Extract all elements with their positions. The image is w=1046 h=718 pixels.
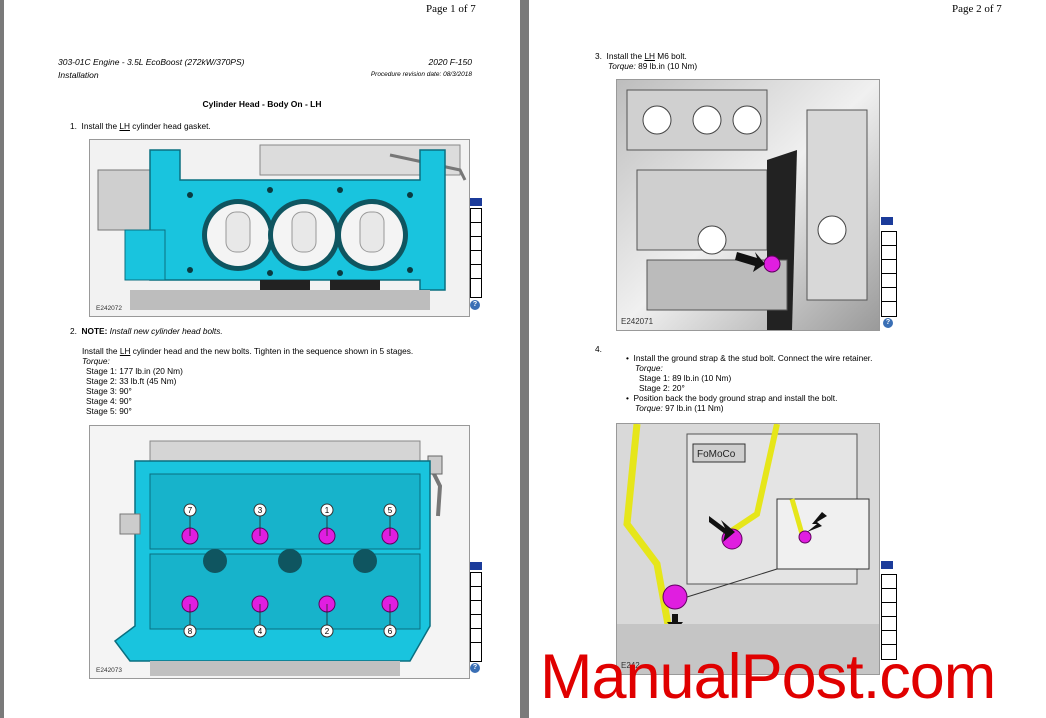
bullet-2-torque: Torque: 97 lb.in (11 Nm) <box>635 403 724 413</box>
bolt-sequence-label: 2 <box>325 627 330 636</box>
bolt-sequence-label: 8 <box>188 627 193 636</box>
fomoco-logo: FoMoCo <box>697 449 736 460</box>
step-1: 1. Install the LH cylinder head gasket. <box>70 121 211 131</box>
bolt-sequence-label: 4 <box>258 627 263 636</box>
table-icon[interactable] <box>881 561 893 569</box>
figure-id: E242 <box>621 661 640 670</box>
figure-m6-bolt: E242071 <box>616 79 880 331</box>
figure-id: E242072 <box>96 305 123 312</box>
bolt-sequence-badge <box>253 503 267 517</box>
table-icon[interactable] <box>470 198 482 206</box>
bolt-sequence-label: 6 <box>388 627 393 636</box>
header-engine: 303-01C Engine - 3.5L EcoBoost (272kW/37… <box>58 57 245 67</box>
torque-table-stub <box>470 208 482 298</box>
step-4-number: 4. <box>595 344 602 354</box>
bolt-sequence-badge <box>383 624 397 638</box>
bolt-sequence-badge <box>383 503 397 517</box>
bolt-sequence-label: 1 <box>325 506 330 515</box>
header-installation: Installation <box>58 70 99 80</box>
cylinder-head-illustration: 7 3 1 5 8 4 2 6 <box>90 426 469 678</box>
torque-stage-1: Stage 1: 177 lb.in (20 Nm) <box>86 366 183 376</box>
figure-ground-strap: FoMoCo E242 <box>616 423 880 675</box>
torque-stage-4: Stage 4: 90° <box>86 396 132 406</box>
bolt-sequence-badge <box>183 503 197 517</box>
bullet-1-torque-label: Torque: <box>635 363 663 373</box>
torque-table-stub <box>470 572 482 662</box>
bolt-sequence-badge <box>253 624 267 638</box>
help-icon[interactable]: ? <box>470 300 480 310</box>
figure-cylinder-head-bolt-sequence: 7 3 1 5 8 4 2 6 E242073 <box>89 425 470 679</box>
table-icon[interactable] <box>881 217 893 225</box>
gasket-illustration <box>90 140 469 316</box>
torque-stage-2: Stage 2: 33 lb.ft (45 Nm) <box>86 376 177 386</box>
torque-table-stub <box>881 231 897 317</box>
figure-id: E242071 <box>621 317 654 326</box>
step-3-torque: Torque: 89 lb.in (10 Nm) <box>608 61 698 71</box>
header-revision-date: Procedure revision date: 08/3/2018 <box>370 71 472 78</box>
figure-id: E242073 <box>96 667 123 674</box>
help-icon[interactable]: ? <box>470 663 480 673</box>
page-number: Page 2 of 7 <box>952 3 1002 15</box>
bolt-sequence-badge <box>320 624 334 638</box>
torque-stage-3: Stage 3: 90° <box>86 386 132 396</box>
section-title: Cylinder Head - Body On - LH <box>202 99 322 109</box>
bolt-sequence-label: 3 <box>258 506 263 515</box>
step-3: 3. Install the LH M6 bolt. <box>595 51 687 61</box>
m6-bolt-illustration <box>617 80 879 330</box>
bullet-1-stage-2: Stage 2: 20° <box>639 383 685 393</box>
torque-stage-5: Stage 5: 90° <box>86 406 132 416</box>
bolt-sequence-label: 5 <box>388 506 393 515</box>
bullet-1-stage-1: Stage 1: 89 lb.in (10 Nm) <box>639 373 732 383</box>
step-4-bullet-1: • Install the ground strap & the stud bo… <box>626 353 873 363</box>
help-icon[interactable]: ? <box>883 318 893 328</box>
torque-table-stub <box>881 574 897 660</box>
torque-label: Torque: <box>82 356 110 366</box>
bolt-sequence-badge <box>320 503 334 517</box>
watermark-text: ManualPost.com <box>540 642 996 712</box>
bolt-sequence-badge <box>183 624 197 638</box>
bolt-sequence-label: 7 <box>188 506 193 515</box>
header-model: 2020 F-150 <box>428 57 472 67</box>
step-2-note: 2. NOTE: Install new cylinder head bolts… <box>70 326 223 336</box>
pdf-page-2: Page 2 of 7 3. Install the LH M6 bolt. T… <box>529 0 1046 718</box>
pdf-page-1: Page 1 of 7 303-01C Engine - 3.5L EcoBoo… <box>4 0 520 718</box>
figure-cylinder-head-gasket: E242072 <box>89 139 470 317</box>
page-number: Page 1 of 7 <box>426 3 476 15</box>
step-4-bullet-2: • Position back the body ground strap an… <box>626 393 838 403</box>
table-icon[interactable] <box>470 562 482 570</box>
step-2-instruction: Install the LH cylinder head and the new… <box>82 346 414 356</box>
ground-strap-illustration: FoMoCo <box>617 424 879 674</box>
